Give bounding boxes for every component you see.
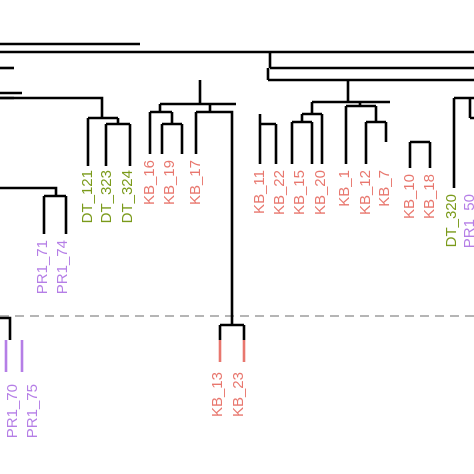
leaf-label-kb-7: KB_7 [376, 170, 393, 207]
leaf-label-kb-20: KB_20 [312, 170, 329, 215]
leaf-label-kb-12: KB_12 [357, 170, 374, 215]
branch-pr-bottom [0, 316, 12, 340]
leaf-tips [4, 340, 246, 372]
branch-dt-pr-right [452, 96, 474, 188]
branch-kb-cluster-b [258, 80, 432, 168]
leaf-label-kb-13: KB_13 [209, 372, 226, 417]
leaf-label-kb-16: KB_16 [141, 160, 158, 205]
branch-kb-main [266, 68, 474, 82]
branch-lines [0, 42, 474, 340]
leaf-label-pr1-71: PR1_71 [34, 240, 51, 294]
leaf-label-kb-15: KB_15 [291, 170, 308, 215]
leaf-label-kb-1: KB_1 [336, 170, 353, 207]
leaf-label-kb-23: KB_23 [230, 372, 247, 417]
leaf-label-kb-18: KB_18 [421, 174, 438, 219]
leaf-label-pr1-74: PR1_74 [54, 240, 71, 294]
leaf-label-pr1-75: PR1_75 [24, 384, 41, 438]
leaf-label-pr1-70: PR1_70 [4, 384, 21, 438]
leaf-label-dt-320: DT_320 [443, 194, 460, 247]
leaf-label-kb-19: KB_19 [161, 160, 178, 205]
leaf-label-kb-10: KB_10 [401, 174, 418, 219]
leaf-label-kb-17: KB_17 [187, 160, 204, 205]
branch-dt-cluster [0, 96, 132, 166]
leaf-label-dt-324: DT_324 [119, 170, 136, 223]
leaf-label-kb-11: KB_11 [251, 170, 268, 214]
branch-kb-dt-top [268, 52, 474, 70]
branch-pr-cluster [0, 186, 68, 234]
branch-kb-cluster-a [148, 80, 246, 340]
leaf-label-pr1-50: PR1_50 [461, 194, 474, 248]
leaf-labels: PR1_70 PR1_75 PR1_71 PR1_74 DT_121 DT_32… [4, 160, 474, 438]
leaf-label-dt-323: DT_323 [98, 170, 115, 223]
leaf-label-kb-22: KB_22 [271, 170, 288, 215]
leaf-label-dt-121: DT_121 [79, 170, 96, 223]
